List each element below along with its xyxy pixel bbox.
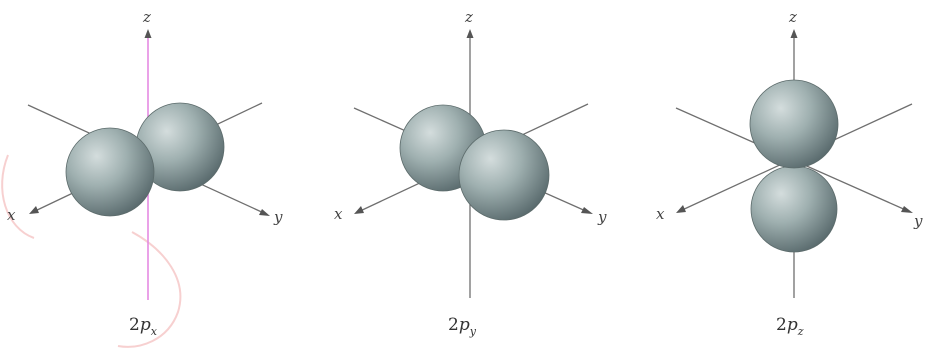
- x-axis-arrowhead: [29, 206, 39, 214]
- x-axis-label: x: [7, 206, 16, 224]
- z-axis-arrowhead: [467, 29, 474, 38]
- caption-subscript: y: [469, 325, 477, 338]
- orbital-lobe-lower: [751, 166, 837, 252]
- caption-subscript: x: [151, 325, 158, 338]
- y-axis-label: y: [273, 208, 283, 226]
- orbital-lobe-front: [459, 130, 549, 220]
- caption-principal: 2: [129, 315, 140, 335]
- orbital-panel-2py: z x y 2py: [334, 8, 607, 338]
- caption-principal: 2: [776, 315, 787, 335]
- y-axis-arrowhead: [901, 206, 913, 213]
- y-axis-arrowhead: [259, 209, 270, 216]
- caption-subscript: z: [797, 325, 804, 338]
- z-axis-arrowhead: [791, 29, 798, 38]
- caption-letter: p: [459, 315, 470, 335]
- orbital-panel-2px: z x y 2px: [7, 8, 283, 338]
- y-axis-label: y: [597, 208, 607, 226]
- z-axis-label: z: [788, 8, 797, 26]
- x-axis-label: x: [334, 205, 343, 223]
- orbital-caption-2pz: 2pz: [776, 315, 804, 338]
- y-axis-arrowhead: [581, 207, 593, 214]
- orbital-caption-2px: 2px: [129, 315, 158, 338]
- x-axis-arrowhead: [676, 205, 686, 213]
- orbital-caption-2py: 2py: [448, 315, 477, 338]
- orbital-lobe-upper: [750, 80, 838, 168]
- caption-letter: p: [140, 315, 151, 335]
- caption-letter: p: [787, 315, 798, 335]
- y-axis-label: y: [913, 212, 923, 230]
- orbital-panel-2pz: z x y 2pz: [656, 8, 923, 338]
- x-axis-arrowhead: [354, 206, 364, 214]
- orbital-lobe-front: [66, 128, 154, 216]
- z-axis-label: z: [464, 8, 473, 26]
- z-axis-arrowhead: [145, 29, 152, 38]
- z-axis-label: z: [142, 8, 151, 26]
- x-axis-label: x: [656, 205, 665, 223]
- caption-principal: 2: [448, 315, 459, 335]
